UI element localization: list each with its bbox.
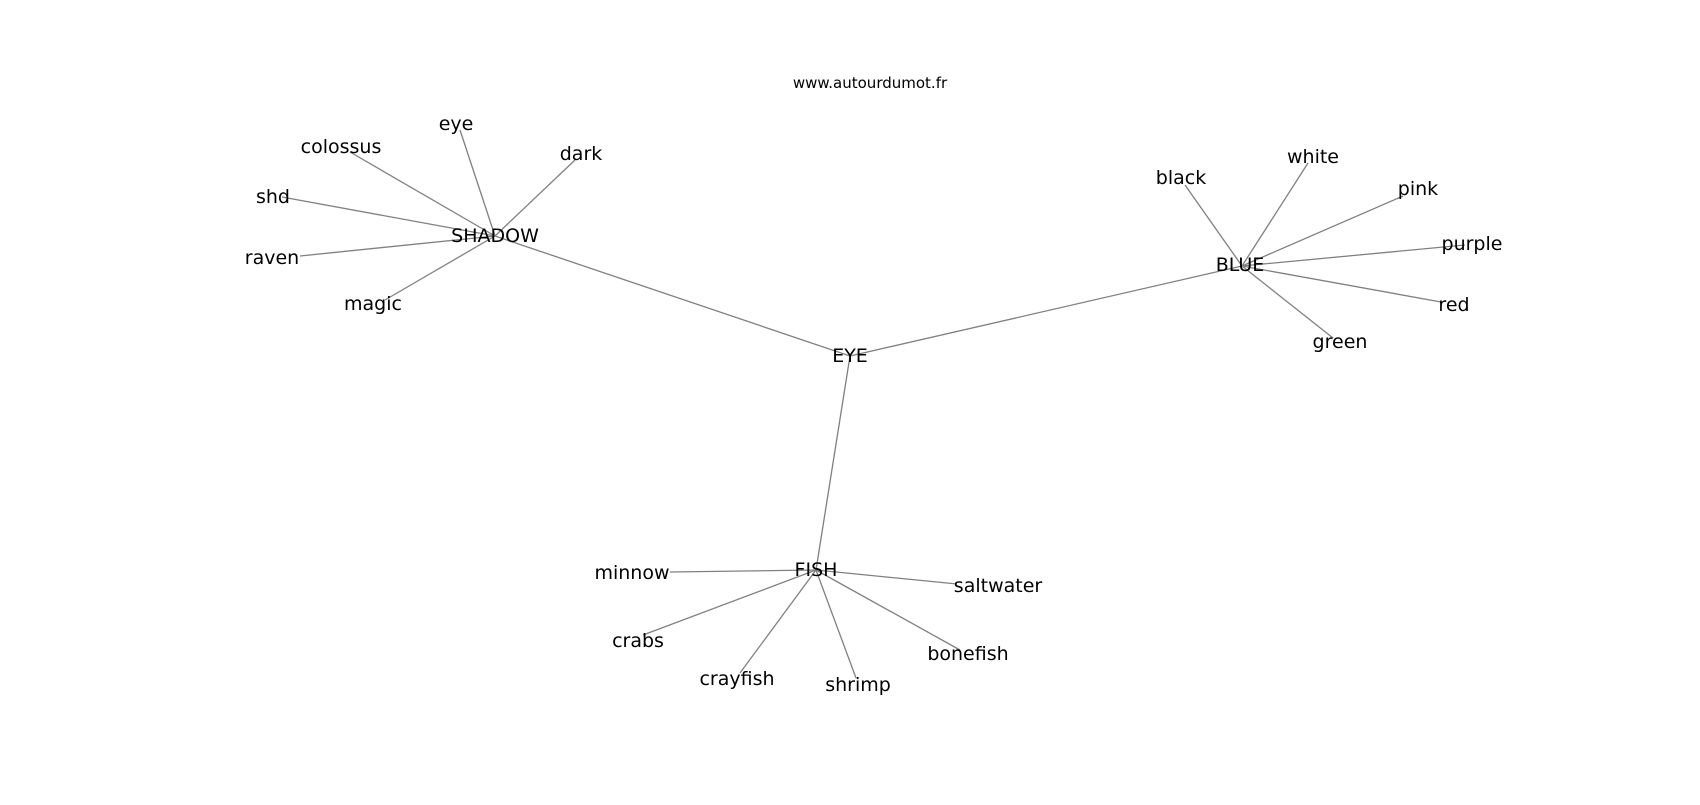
node-label-b-red: red (1438, 294, 1469, 316)
edge-eye-fish (815, 355, 851, 571)
node-label-f-minnow: minnow (594, 562, 669, 584)
node-label-s-shd: shd (256, 186, 290, 208)
edge-shadow-s-raven (299, 235, 496, 257)
edge-blue-b-pink (1241, 195, 1404, 267)
edge-fish-f-crabs (642, 569, 817, 636)
edge-blue-b-red (1241, 265, 1442, 303)
node-label-blue: BLUE (1216, 254, 1265, 276)
edge-fish-f-bonefish (815, 569, 961, 651)
edge-shadow-s-magic (384, 235, 496, 301)
node-label-s-eye: eye (439, 113, 474, 135)
node-label-f-shrimp: shrimp (825, 674, 891, 696)
edge-shadow-s-dark (494, 159, 576, 237)
node-label-f-bonefish: bonefish (927, 643, 1008, 665)
node-label-eye: EYE (832, 345, 868, 367)
edge-blue-b-white (1241, 162, 1309, 267)
node-label-f-crabs: crabs (612, 630, 664, 652)
node-label-shadow: SHADOW (451, 225, 539, 247)
node-label-s-dark: dark (560, 143, 603, 165)
node-label-f-saltwater: saltwater (954, 575, 1043, 597)
edge-fish-f-shrimp (815, 569, 857, 679)
node-label-b-purple: purple (1442, 233, 1503, 255)
node-label-s-magic: magic (344, 293, 402, 315)
edge-blue-b-purple (1241, 244, 1466, 267)
edges-layer (281, 129, 1466, 679)
node-label-b-green: green (1313, 331, 1368, 353)
edge-eye-blue (849, 265, 1243, 357)
edge-blue-b-green (1241, 265, 1334, 339)
node-label-fish: FISH (795, 559, 838, 581)
node-label-b-black: black (1156, 167, 1206, 189)
nodes-layer: EYE SHADOW BLUE FISH eye colossus dark shd raven… (245, 113, 1503, 696)
node-label-s-colossus: colossus (301, 136, 382, 158)
node-label-s-raven: raven (245, 247, 299, 269)
edge-eye-shadow (494, 235, 851, 357)
edge-fish-f-minnow (669, 569, 817, 573)
node-label-b-white: white (1287, 146, 1339, 168)
edge-fish-f-crayfish (739, 569, 817, 674)
edge-shadow-s-colossus (349, 151, 496, 237)
watermark-text: www.autourdumot.fr (793, 74, 948, 92)
edge-blue-b-black (1184, 184, 1243, 267)
node-label-f-crayfish: crayfish (699, 668, 774, 690)
edge-shadow-s-eye (459, 129, 496, 237)
edge-fish-f-saltwater (815, 569, 958, 585)
edge-shadow-s-shd (281, 196, 496, 237)
node-label-b-pink: pink (1398, 178, 1438, 200)
